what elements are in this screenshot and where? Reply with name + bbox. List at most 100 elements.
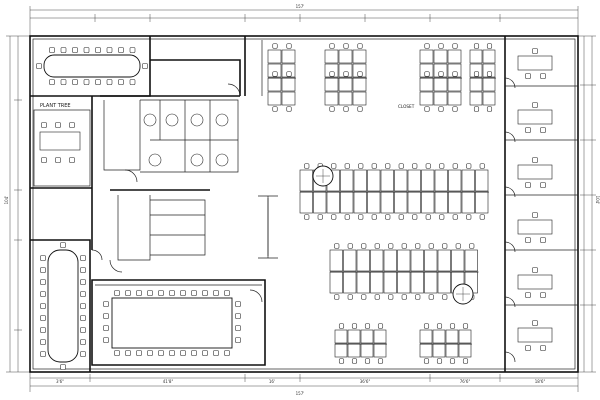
office-desk xyxy=(517,164,553,180)
chair xyxy=(436,358,443,364)
workstation-desk xyxy=(281,91,296,106)
workstation-desk xyxy=(410,271,424,294)
chair xyxy=(114,290,120,296)
chair xyxy=(136,350,142,356)
workstation-desk xyxy=(299,191,313,214)
chair xyxy=(385,163,391,169)
chair xyxy=(532,102,538,108)
chair xyxy=(415,243,421,249)
chair xyxy=(412,214,418,220)
workstation-desk xyxy=(343,271,357,294)
chair xyxy=(80,267,86,273)
chair xyxy=(235,325,241,331)
workstation-desk xyxy=(424,271,438,294)
workstation-pod xyxy=(329,243,479,300)
chair xyxy=(147,350,153,356)
workstation-desk xyxy=(432,343,446,358)
chair xyxy=(358,163,364,169)
chair xyxy=(438,106,444,112)
fixture-bowl xyxy=(215,113,229,127)
fixture-bowl xyxy=(143,113,157,127)
private-office-furniture xyxy=(517,267,553,298)
bottom-segment-4: 36'6" xyxy=(360,379,371,384)
chair xyxy=(525,292,531,298)
chair xyxy=(479,214,485,220)
workstation-desk xyxy=(437,271,451,294)
chair xyxy=(40,279,46,285)
chair xyxy=(331,163,337,169)
workstation-desk xyxy=(421,191,435,214)
chair xyxy=(147,290,153,296)
chair xyxy=(224,350,230,356)
chair xyxy=(385,214,391,220)
fixture-bowl xyxy=(190,153,204,167)
workstation-desk xyxy=(338,77,353,92)
workstation-desk xyxy=(433,63,448,78)
chair xyxy=(377,358,384,364)
chair xyxy=(60,47,67,53)
workstation-desk xyxy=(419,343,433,358)
chair xyxy=(371,163,377,169)
workstation-pod xyxy=(419,323,472,364)
chair xyxy=(344,163,350,169)
chair xyxy=(358,214,364,220)
chair xyxy=(388,294,394,300)
chair xyxy=(338,323,345,329)
chair xyxy=(452,106,458,112)
workstation-desk xyxy=(419,63,434,78)
workstation-desk xyxy=(424,249,438,272)
chair xyxy=(142,63,148,69)
chair xyxy=(213,350,219,356)
chair xyxy=(412,163,418,169)
chair xyxy=(436,323,443,329)
office-desk xyxy=(517,274,553,290)
chair xyxy=(40,267,46,273)
chair xyxy=(428,294,434,300)
workstation-desk xyxy=(370,249,384,272)
chair xyxy=(357,106,363,112)
workstation-desk xyxy=(434,169,448,192)
chair xyxy=(106,47,113,53)
chair xyxy=(40,327,46,333)
workstation-desk xyxy=(469,91,483,106)
workstation-desk xyxy=(340,191,354,214)
chair xyxy=(439,163,445,169)
chair xyxy=(540,127,546,133)
chair xyxy=(103,325,109,331)
chair xyxy=(49,47,55,53)
left-overall-dimension: 104' xyxy=(4,196,9,205)
chair xyxy=(334,294,340,300)
workstation-desk xyxy=(352,77,367,92)
chair xyxy=(103,337,109,343)
chair xyxy=(525,182,531,188)
workstation-desk xyxy=(419,329,433,344)
workstation-pod xyxy=(324,43,367,112)
plant-tree-label: PLANT TREE xyxy=(40,103,71,109)
chair xyxy=(80,279,86,285)
chair xyxy=(235,301,241,307)
chair xyxy=(398,214,404,220)
workstation-desk xyxy=(334,343,348,358)
chair xyxy=(532,320,538,326)
bottom-overall-dimension: 157' xyxy=(296,391,305,396)
chair xyxy=(338,358,345,364)
workstation-desk xyxy=(469,49,483,64)
workstation-pod xyxy=(334,323,387,364)
chair xyxy=(95,79,101,85)
chair xyxy=(439,214,445,220)
chair xyxy=(469,243,475,249)
chair xyxy=(415,294,421,300)
chair xyxy=(60,364,66,370)
workstation-desk xyxy=(352,63,367,78)
workstation-desk xyxy=(445,329,459,344)
chair xyxy=(462,323,469,329)
workstation-desk xyxy=(338,63,353,78)
chair xyxy=(55,122,61,128)
workstation-desk xyxy=(475,191,489,214)
chair xyxy=(272,106,278,112)
chair xyxy=(60,79,67,85)
round-tables xyxy=(312,165,474,305)
bottom-segment-6: 18'6" xyxy=(535,379,546,384)
workstation-desk xyxy=(360,329,374,344)
chair xyxy=(438,71,444,77)
